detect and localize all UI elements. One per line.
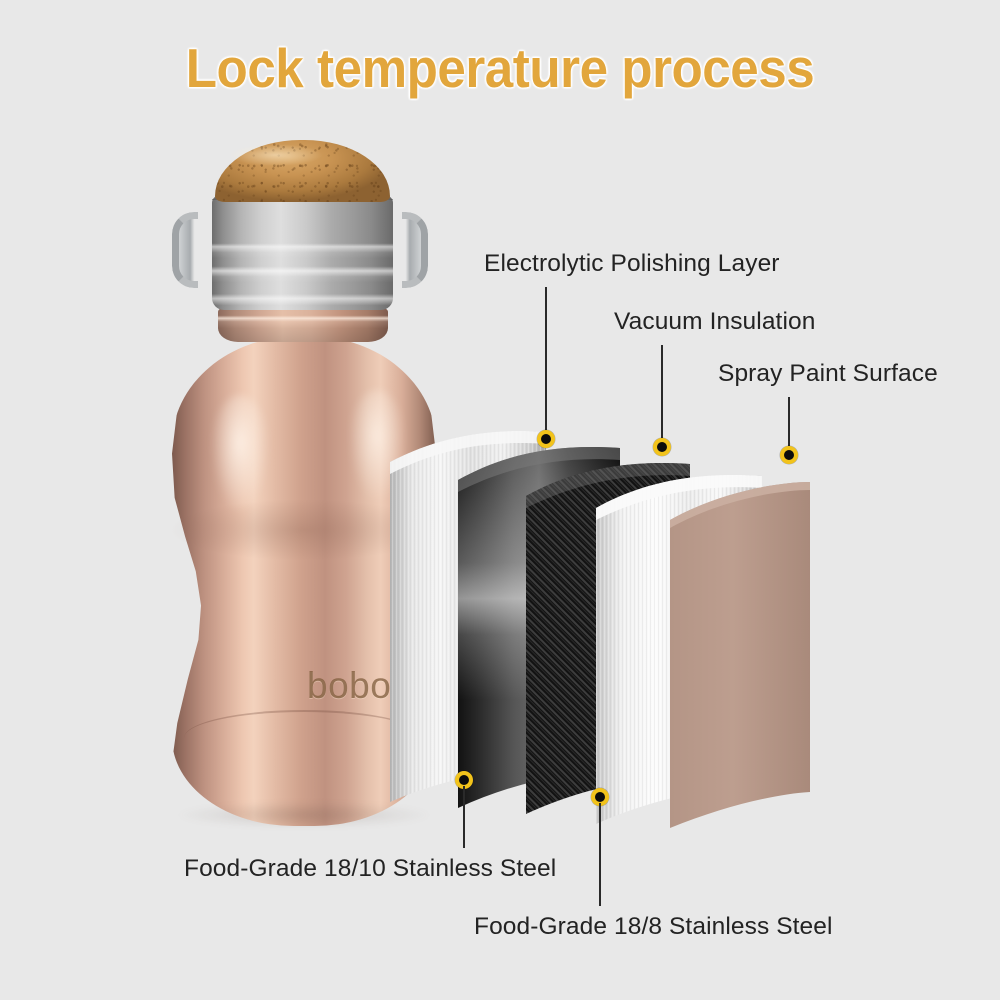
page-title: Lock temperature process: [185, 37, 815, 99]
callout-leader-food-grade-18-10: [463, 786, 465, 848]
callout-dot-spray-paint-surface[interactable]: [780, 446, 798, 464]
callout-label-food-grade-18-10: Food-Grade 18/10 Stainless Steel: [184, 855, 557, 882]
bamboo-lid: [215, 140, 390, 202]
wire-bail-handle-left-icon: [172, 212, 214, 288]
callout-leader-vacuum-insulation: [661, 345, 663, 447]
callout-leader-electrolytic-polishing-layer: [545, 287, 547, 439]
callout-label-electrolytic-polishing-layer: Electrolytic Polishing Layer: [484, 250, 780, 277]
callout-dot-vacuum-insulation[interactable]: [653, 438, 671, 456]
bottle-base-seam: [184, 710, 424, 738]
layer-spray-paint: [670, 482, 810, 828]
callout-label-vacuum-insulation: Vacuum Insulation: [614, 308, 816, 335]
bottle-ground-shadow: [178, 802, 430, 828]
callout-label-food-grade-18-8: Food-Grade 18/8 Stainless Steel: [474, 913, 833, 940]
exploded-material-layers: [380, 418, 810, 838]
bottle-steel-collar: [212, 195, 393, 310]
layer-sheets-svg: [390, 431, 810, 828]
bottle-body-highlight-left: [210, 395, 270, 515]
brand-logo: bobo: [307, 665, 392, 706]
callout-leader-food-grade-18-8: [599, 803, 601, 906]
callout-leader-spray-paint-surface: [788, 397, 790, 455]
callout-label-spray-paint-surface: Spray Paint Surface: [718, 360, 938, 387]
bottle-neck-ring: [218, 308, 388, 342]
callout-dot-electrolytic-polishing-layer[interactable]: [537, 430, 555, 448]
wire-bail-handle-right-icon: [386, 212, 428, 288]
